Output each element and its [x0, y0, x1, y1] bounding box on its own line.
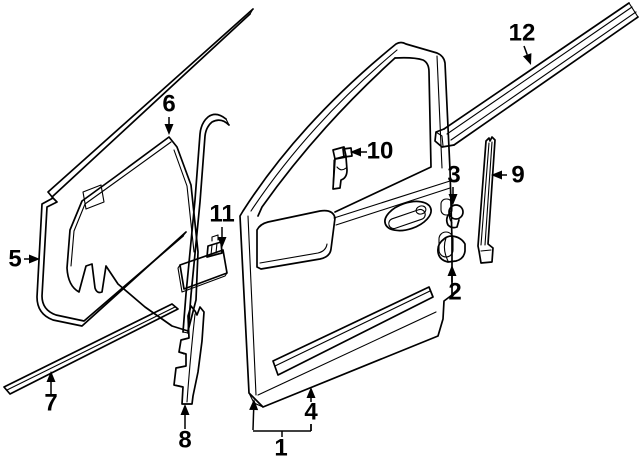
glass-run-channel-drawing [182, 113, 230, 334]
callout-7[interactable]: 7 [44, 371, 58, 417]
part-3-clip-drawing [445, 204, 464, 229]
callout-number[interactable]: 7 [44, 390, 57, 417]
callout-number[interactable]: 5 [8, 246, 21, 273]
callout-number[interactable]: 8 [178, 427, 191, 454]
part-7-lower-molding-drawing [3, 303, 179, 395]
callout-11[interactable]: 11 [209, 201, 235, 249]
callout-number[interactable]: 2 [448, 279, 461, 306]
callout-5[interactable]: 5 [8, 246, 40, 273]
arrowhead-icon [306, 387, 316, 398]
arrowhead-icon [447, 265, 457, 276]
part-10-clip-drawing [332, 146, 353, 190]
callout-number[interactable]: 4 [304, 399, 318, 426]
part-9-pillar-strip-drawing [477, 136, 496, 264]
callout-10[interactable]: 10 [350, 138, 393, 165]
callout-number[interactable]: 9 [511, 162, 524, 189]
part-12-belt-molding-drawing [434, 2, 639, 148]
part-1-door-shell-drawing [239, 41, 454, 408]
arrowhead-icon [522, 53, 532, 65]
arrowhead-icon [180, 404, 190, 415]
arrowhead-icon [350, 147, 361, 157]
callout-1[interactable]: 1 [249, 399, 312, 462]
arrowhead-icon [164, 124, 174, 135]
arrowhead-icon [491, 170, 502, 180]
callout-number[interactable]: 1 [274, 435, 287, 462]
callout-number[interactable]: 6 [162, 91, 175, 118]
callout-arrow-shaft [252, 409, 255, 431]
callout-8[interactable]: 8 [178, 404, 192, 454]
callout-arrow-shaft [523, 45, 528, 55]
callout-9[interactable]: 9 [491, 162, 525, 189]
arrowhead-icon [29, 254, 40, 264]
arrowhead-icon [46, 371, 56, 382]
callout-number[interactable]: 11 [209, 201, 234, 228]
arrowhead-icon [448, 194, 458, 205]
callout-number[interactable]: 12 [509, 20, 536, 47]
arrowhead-icon [249, 399, 259, 411]
callout-2[interactable]: 2 [447, 265, 462, 306]
part-8-sash-channel-drawing [173, 305, 205, 405]
part-11-plate-drawing [177, 234, 228, 293]
callout-4[interactable]: 4 [304, 387, 318, 431]
part-2-grommet-drawing [437, 235, 466, 263]
arrowhead-icon [217, 237, 227, 248]
callout-3[interactable]: 3 [447, 162, 461, 206]
part-5-door-weatherstrip-drawing [36, 8, 254, 327]
callout-number[interactable]: 10 [367, 138, 394, 165]
callout-12[interactable]: 12 [509, 20, 536, 66]
callout-6[interactable]: 6 [162, 91, 176, 136]
callout-number[interactable]: 3 [447, 162, 460, 189]
